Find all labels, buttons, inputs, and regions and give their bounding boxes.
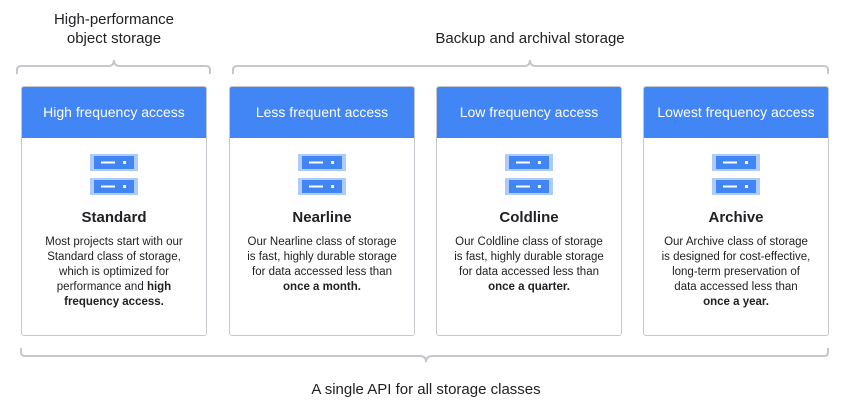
high-performance-label: High-performance object storage	[14, 10, 214, 48]
card-title: Standard	[81, 209, 147, 226]
api-bracket	[20, 348, 829, 363]
server-icon	[298, 154, 346, 195]
single-api-label: A single API for all storage classes	[311, 381, 541, 398]
card-header: Low frequency access	[437, 87, 621, 138]
card-header: Lowest frequency access	[644, 87, 828, 138]
card-description: Our Coldline class of storage is fast, h…	[453, 235, 605, 295]
card-description-emphasis: high frequency access.	[64, 281, 172, 308]
card-description-emphasis: once a month.	[283, 281, 361, 293]
server-icon	[505, 154, 553, 195]
card-description: Most projects start with our Standard cl…	[38, 235, 190, 310]
card-description-text: Our Coldline class of storage is fast, h…	[454, 236, 604, 278]
server-icon	[712, 154, 760, 195]
card-description-text: Our Nearline class of storage is fast, h…	[247, 236, 397, 278]
card-description: Our Archive class of storage is designed…	[660, 235, 812, 310]
backup-archival-label: Backup and archival storage	[435, 30, 625, 47]
card-description-emphasis: once a year.	[703, 296, 769, 308]
card-description-text: Most projects start with our Standard cl…	[45, 236, 183, 293]
high-performance-label-line: object storage	[66, 30, 162, 47]
card-description: Our Nearline class of storage is fast, h…	[246, 235, 398, 295]
card-title: Nearline	[292, 209, 352, 226]
card-description-emphasis: once a quarter.	[488, 281, 570, 293]
card-title: Archive	[708, 209, 764, 226]
card-header: High frequency access	[22, 87, 206, 138]
card-description-text: Our Archive class of storage is designed…	[661, 236, 811, 293]
high-performance-bracket	[16, 59, 211, 74]
server-icon	[90, 154, 138, 195]
card-header: Less frequent access	[230, 87, 414, 138]
high-performance-label-line: High-performance	[53, 11, 175, 28]
card-description-pre-emphasis: than	[775, 281, 798, 293]
card-title: Coldline	[499, 209, 559, 226]
backup-bracket	[232, 59, 829, 74]
